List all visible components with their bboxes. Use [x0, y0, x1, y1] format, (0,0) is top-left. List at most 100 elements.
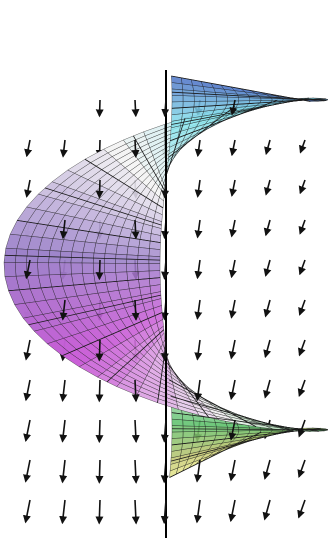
field-arrow — [299, 500, 305, 517]
field-arrow — [266, 140, 270, 154]
field-arrow — [62, 500, 65, 523]
surface-cell — [172, 419, 183, 426]
field-arrow — [198, 220, 200, 237]
surface-cell — [138, 263, 149, 271]
surface-cell — [117, 280, 129, 290]
surface-cell — [116, 245, 128, 255]
surface-cell — [105, 272, 117, 282]
surface-cell — [194, 96, 205, 101]
surface-cell — [138, 271, 149, 280]
field-arrow — [231, 460, 235, 480]
field-arrow — [135, 300, 136, 320]
field-arrow — [135, 380, 136, 401]
field-arrow — [266, 300, 270, 316]
field-arrow — [63, 420, 66, 441]
surface-cell — [239, 98, 250, 101]
field-arrow — [198, 260, 201, 278]
surface-cell — [115, 263, 126, 272]
field-arrow — [99, 340, 100, 360]
surface-cell — [127, 263, 138, 272]
field-arrow — [300, 220, 305, 234]
surface-cell — [49, 263, 61, 275]
field-arrow — [231, 380, 235, 399]
surface-cell — [238, 431, 250, 435]
field-arrow — [231, 500, 235, 521]
field-arrow — [232, 180, 235, 196]
surface-cell — [149, 264, 160, 272]
field-arrow — [300, 300, 305, 315]
field-arrow — [232, 260, 235, 277]
surface-cell — [38, 263, 50, 276]
field-arrow — [198, 180, 200, 197]
field-arrow — [135, 500, 136, 523]
field-arrow — [265, 380, 270, 397]
field-arrow — [26, 500, 30, 522]
field-arrow — [300, 260, 305, 274]
field-arrow — [197, 300, 200, 319]
field-arrow — [99, 260, 100, 279]
surface-cell — [149, 249, 160, 257]
surface-cell — [127, 272, 139, 281]
field-arrow — [26, 420, 30, 441]
field-arrow — [300, 340, 306, 355]
surface-cell — [82, 263, 94, 274]
field-arrow — [26, 380, 30, 400]
surface-cell — [172, 108, 183, 115]
surface-cell — [15, 263, 27, 277]
surface-cell — [205, 96, 216, 101]
surface-cell — [183, 96, 194, 102]
field-arrow — [26, 340, 30, 359]
field-arrow — [63, 460, 66, 482]
field-arrow — [27, 140, 30, 156]
field-arrow — [135, 140, 136, 157]
surface-cell — [83, 273, 96, 284]
field-arrow — [300, 180, 305, 193]
field-arrow — [232, 140, 235, 155]
surface-cell — [4, 262, 16, 276]
surface-cell — [60, 263, 72, 275]
field-arrow — [198, 140, 200, 156]
surface-cell — [216, 431, 228, 436]
field-arrow — [135, 460, 136, 483]
field-arrow — [299, 460, 305, 477]
surface-cell — [71, 263, 83, 274]
surface-cell — [194, 432, 206, 438]
field-arrow — [266, 180, 270, 194]
field-arrow — [99, 500, 100, 523]
field-arrow — [135, 420, 136, 442]
surface-cell — [138, 247, 150, 256]
field-arrow — [265, 500, 270, 519]
surface-cell — [183, 432, 194, 438]
surface-cell — [128, 280, 140, 289]
surface-cell — [172, 95, 183, 102]
surface-cell — [228, 97, 239, 101]
surface-cell — [172, 432, 183, 439]
field-arrow — [301, 140, 306, 152]
surface-cell — [83, 242, 96, 253]
field-arrow — [100, 100, 101, 116]
field-arrow — [99, 420, 100, 442]
field-arrow — [299, 380, 305, 396]
surface-cell — [216, 97, 227, 101]
surface-cell — [104, 263, 115, 273]
surface-cell — [172, 102, 183, 109]
surface-cell — [205, 431, 217, 436]
surface-cell — [127, 246, 139, 255]
field-arrow — [99, 180, 100, 197]
surface-cell — [182, 107, 194, 114]
surface-cell — [116, 272, 128, 282]
field-arrow — [26, 460, 30, 481]
field-arrow — [63, 380, 65, 401]
field-arrow — [99, 380, 100, 401]
field-arrow — [265, 460, 270, 479]
field-arrow — [135, 100, 136, 116]
field-arrow — [63, 140, 65, 156]
field-arrow — [266, 220, 270, 235]
field-arrow — [27, 180, 30, 197]
surface-cell — [94, 243, 107, 254]
field-arrow — [197, 340, 200, 359]
surface-cell — [105, 244, 117, 254]
field-arrow — [135, 220, 136, 238]
field-arrow — [232, 300, 236, 318]
